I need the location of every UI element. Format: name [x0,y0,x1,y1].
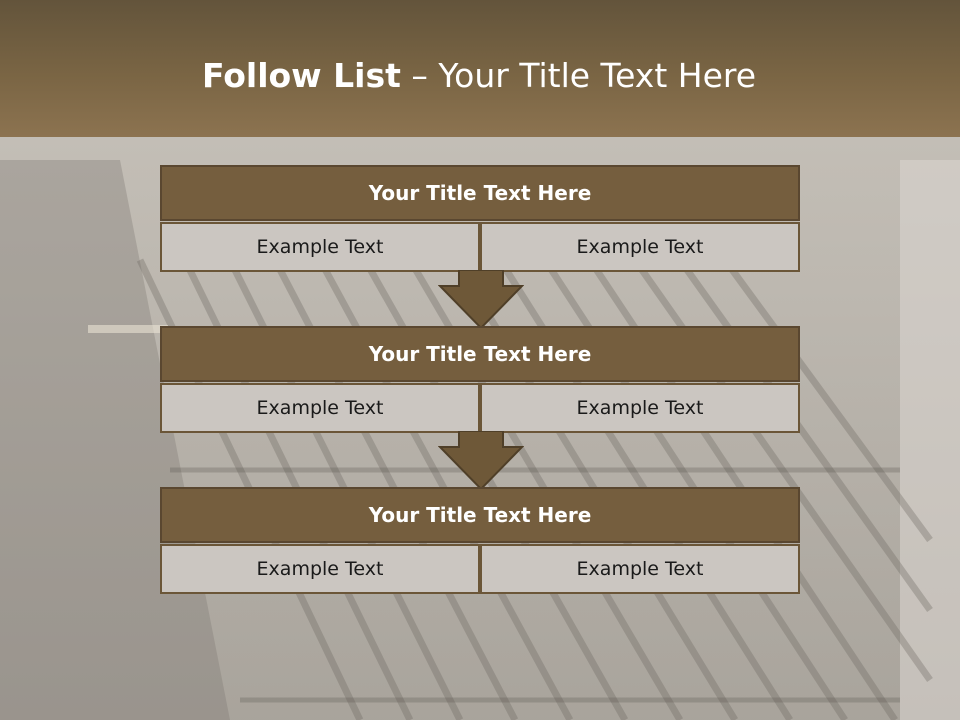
block-title: Your Title Text Here [160,326,800,382]
slide-title: Follow List – Your Title Text Here [202,56,756,95]
down-arrow-icon [438,431,524,491]
title-bold: Follow List [202,56,401,95]
block-cell-left: Example Text [160,383,480,433]
block-title: Your Title Text Here [160,487,800,543]
list-block-1: Your Title Text Here Example Text Exampl… [160,165,800,272]
block-cell-right: Example Text [480,222,800,272]
block-cell-left: Example Text [160,544,480,594]
block-row: Example Text Example Text [160,383,800,433]
block-cell-left: Example Text [160,222,480,272]
block-cell-right: Example Text [480,383,800,433]
block-title: Your Title Text Here [160,165,800,221]
header-band [0,0,960,137]
block-cell-right: Example Text [480,544,800,594]
list-block-2: Your Title Text Here Example Text Exampl… [160,326,800,433]
block-row: Example Text Example Text [160,222,800,272]
title-rest: – Your Title Text Here [400,56,757,95]
list-block-3: Your Title Text Here Example Text Exampl… [160,487,800,594]
down-arrow-icon [438,270,524,330]
block-row: Example Text Example Text [160,544,800,594]
